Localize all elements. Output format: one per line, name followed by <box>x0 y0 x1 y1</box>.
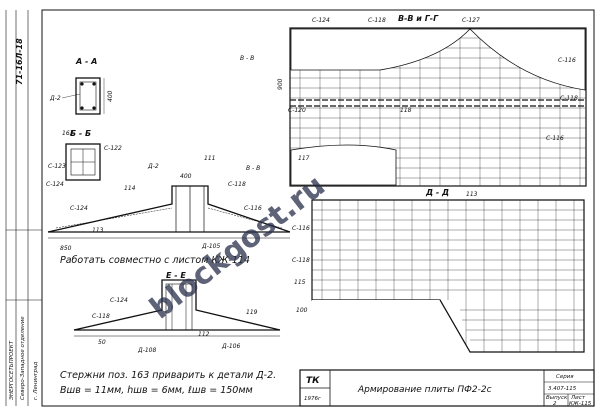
org-line-3: г. Ленинград <box>33 362 39 400</box>
section-bb: Б - Б С-122 С-123 163 С-124 <box>46 129 122 188</box>
tb-issue-label: Выпуск <box>546 395 568 401</box>
mark-c118-plan-r: С-118 <box>560 95 578 102</box>
tb-sheet-label: Лист <box>570 395 586 401</box>
section-dd-title: Д - Д <box>425 188 449 197</box>
mark-c116-plan-r2: С-116 <box>546 135 564 142</box>
mark-c124-main: С-124 <box>70 205 88 212</box>
tb-series-label: Серия <box>556 374 574 380</box>
dim-aa: 400 <box>107 90 114 102</box>
plan-vv-gg: В-В и Г-Г С-124 С-118 С-127 <box>240 14 587 187</box>
section-ee-label: Е - Е <box>166 271 186 280</box>
mark-d106-low: Д-106 <box>221 343 240 350</box>
note-line-1: Работать совместно с листом КЖ-114 <box>60 255 250 266</box>
mark-c118-plan: С-118 <box>368 17 386 24</box>
mark-c120-plan: С-120 <box>288 107 306 114</box>
tb-org: ТК <box>306 376 320 386</box>
tb-title: Армирование плиты ПФ2-2с <box>357 385 492 395</box>
mark-d2-aa: Д-2 <box>49 95 61 102</box>
mark-c124-plan: С-124 <box>312 17 330 24</box>
mark-c124-bb: С-124 <box>46 181 64 188</box>
mark-c118-main: С-118 <box>228 181 246 188</box>
mark-d2-main: Д-2 <box>147 163 159 170</box>
dim-100: 100 <box>296 307 308 314</box>
lower-cross-section: С-124 С-118 Д-108 Д-106 119 112 50 <box>73 279 281 354</box>
section-bb-title: Б - Б <box>70 129 91 138</box>
main-cross-section: 400 Д-2 С-118 С-116 Д-105 С-124 111 114 … <box>47 155 291 252</box>
section-aa: А - А 400 Д-2 <box>49 57 114 115</box>
section-vv-small: В - В <box>246 165 260 172</box>
item-113-main: 113 <box>92 227 104 234</box>
item-113-dd: 113 <box>466 191 478 198</box>
title-block: ТК 1976г Армирование плиты ПФ2-2с Серия … <box>299 369 595 407</box>
mark-c116-dd: С-116 <box>292 225 310 232</box>
org-line-2: Северо-Западное отделение <box>20 316 26 400</box>
dim-top-400: 400 <box>180 173 192 180</box>
plan-dd: Д - Д С-118 С-116 113 115 100 <box>292 188 585 353</box>
note-line-3: Вшв = 11мм, hшв = 6мм, ℓшв = 150мм <box>60 385 253 396</box>
dim-900: 900 <box>277 78 284 90</box>
mark-d105-main: Д-105 <box>201 243 220 250</box>
item-112: 112 <box>198 331 210 338</box>
mark-c127-plan: С-127 <box>462 17 480 24</box>
mark-c122-bb: С-122 <box>104 145 122 152</box>
dim-850: 850 <box>60 245 72 252</box>
mark-c118-dd: С-118 <box>292 257 310 264</box>
section-vv-plan: В - В <box>240 55 254 62</box>
left-margin-strip: 71-16Л-18 ЭНЕРГОСЕТЬПРОЕКТ Северо-Западн… <box>5 10 42 406</box>
sheet-code: 71-16Л-18 <box>15 38 24 85</box>
mark-c124-low: С-124 <box>110 297 128 304</box>
item-114: 114 <box>124 185 136 192</box>
note-line-2: Стержни поз. 163 приварить к детали Д-2. <box>60 370 276 381</box>
item-163: 163 <box>62 130 74 137</box>
dim-50-low: 50 <box>98 339 106 346</box>
item-117: 117 <box>298 155 310 162</box>
mark-c116-main: С-116 <box>244 205 262 212</box>
tb-sheet: КЖ-115 <box>569 401 592 407</box>
item-118: 118 <box>400 107 412 114</box>
item-115: 115 <box>294 279 306 286</box>
item-119: 119 <box>246 309 258 316</box>
mark-c118-low: С-118 <box>92 313 110 320</box>
tb-series: 3.407-115 <box>548 386 577 392</box>
item-111: 111 <box>204 155 215 162</box>
org-line-1: ЭНЕРГОСЕТЬПРОЕКТ <box>9 340 15 401</box>
mark-c123-bb: С-123 <box>48 163 66 170</box>
section-vv-gg-title: В-В и Г-Г <box>398 14 439 23</box>
mark-d108-low: Д-108 <box>137 347 156 354</box>
tb-year: 1976г <box>304 396 321 402</box>
section-aa-title: А - А <box>75 57 97 66</box>
mark-c116-plan: С-116 <box>558 57 576 64</box>
tb-issue: 2 <box>553 401 557 407</box>
